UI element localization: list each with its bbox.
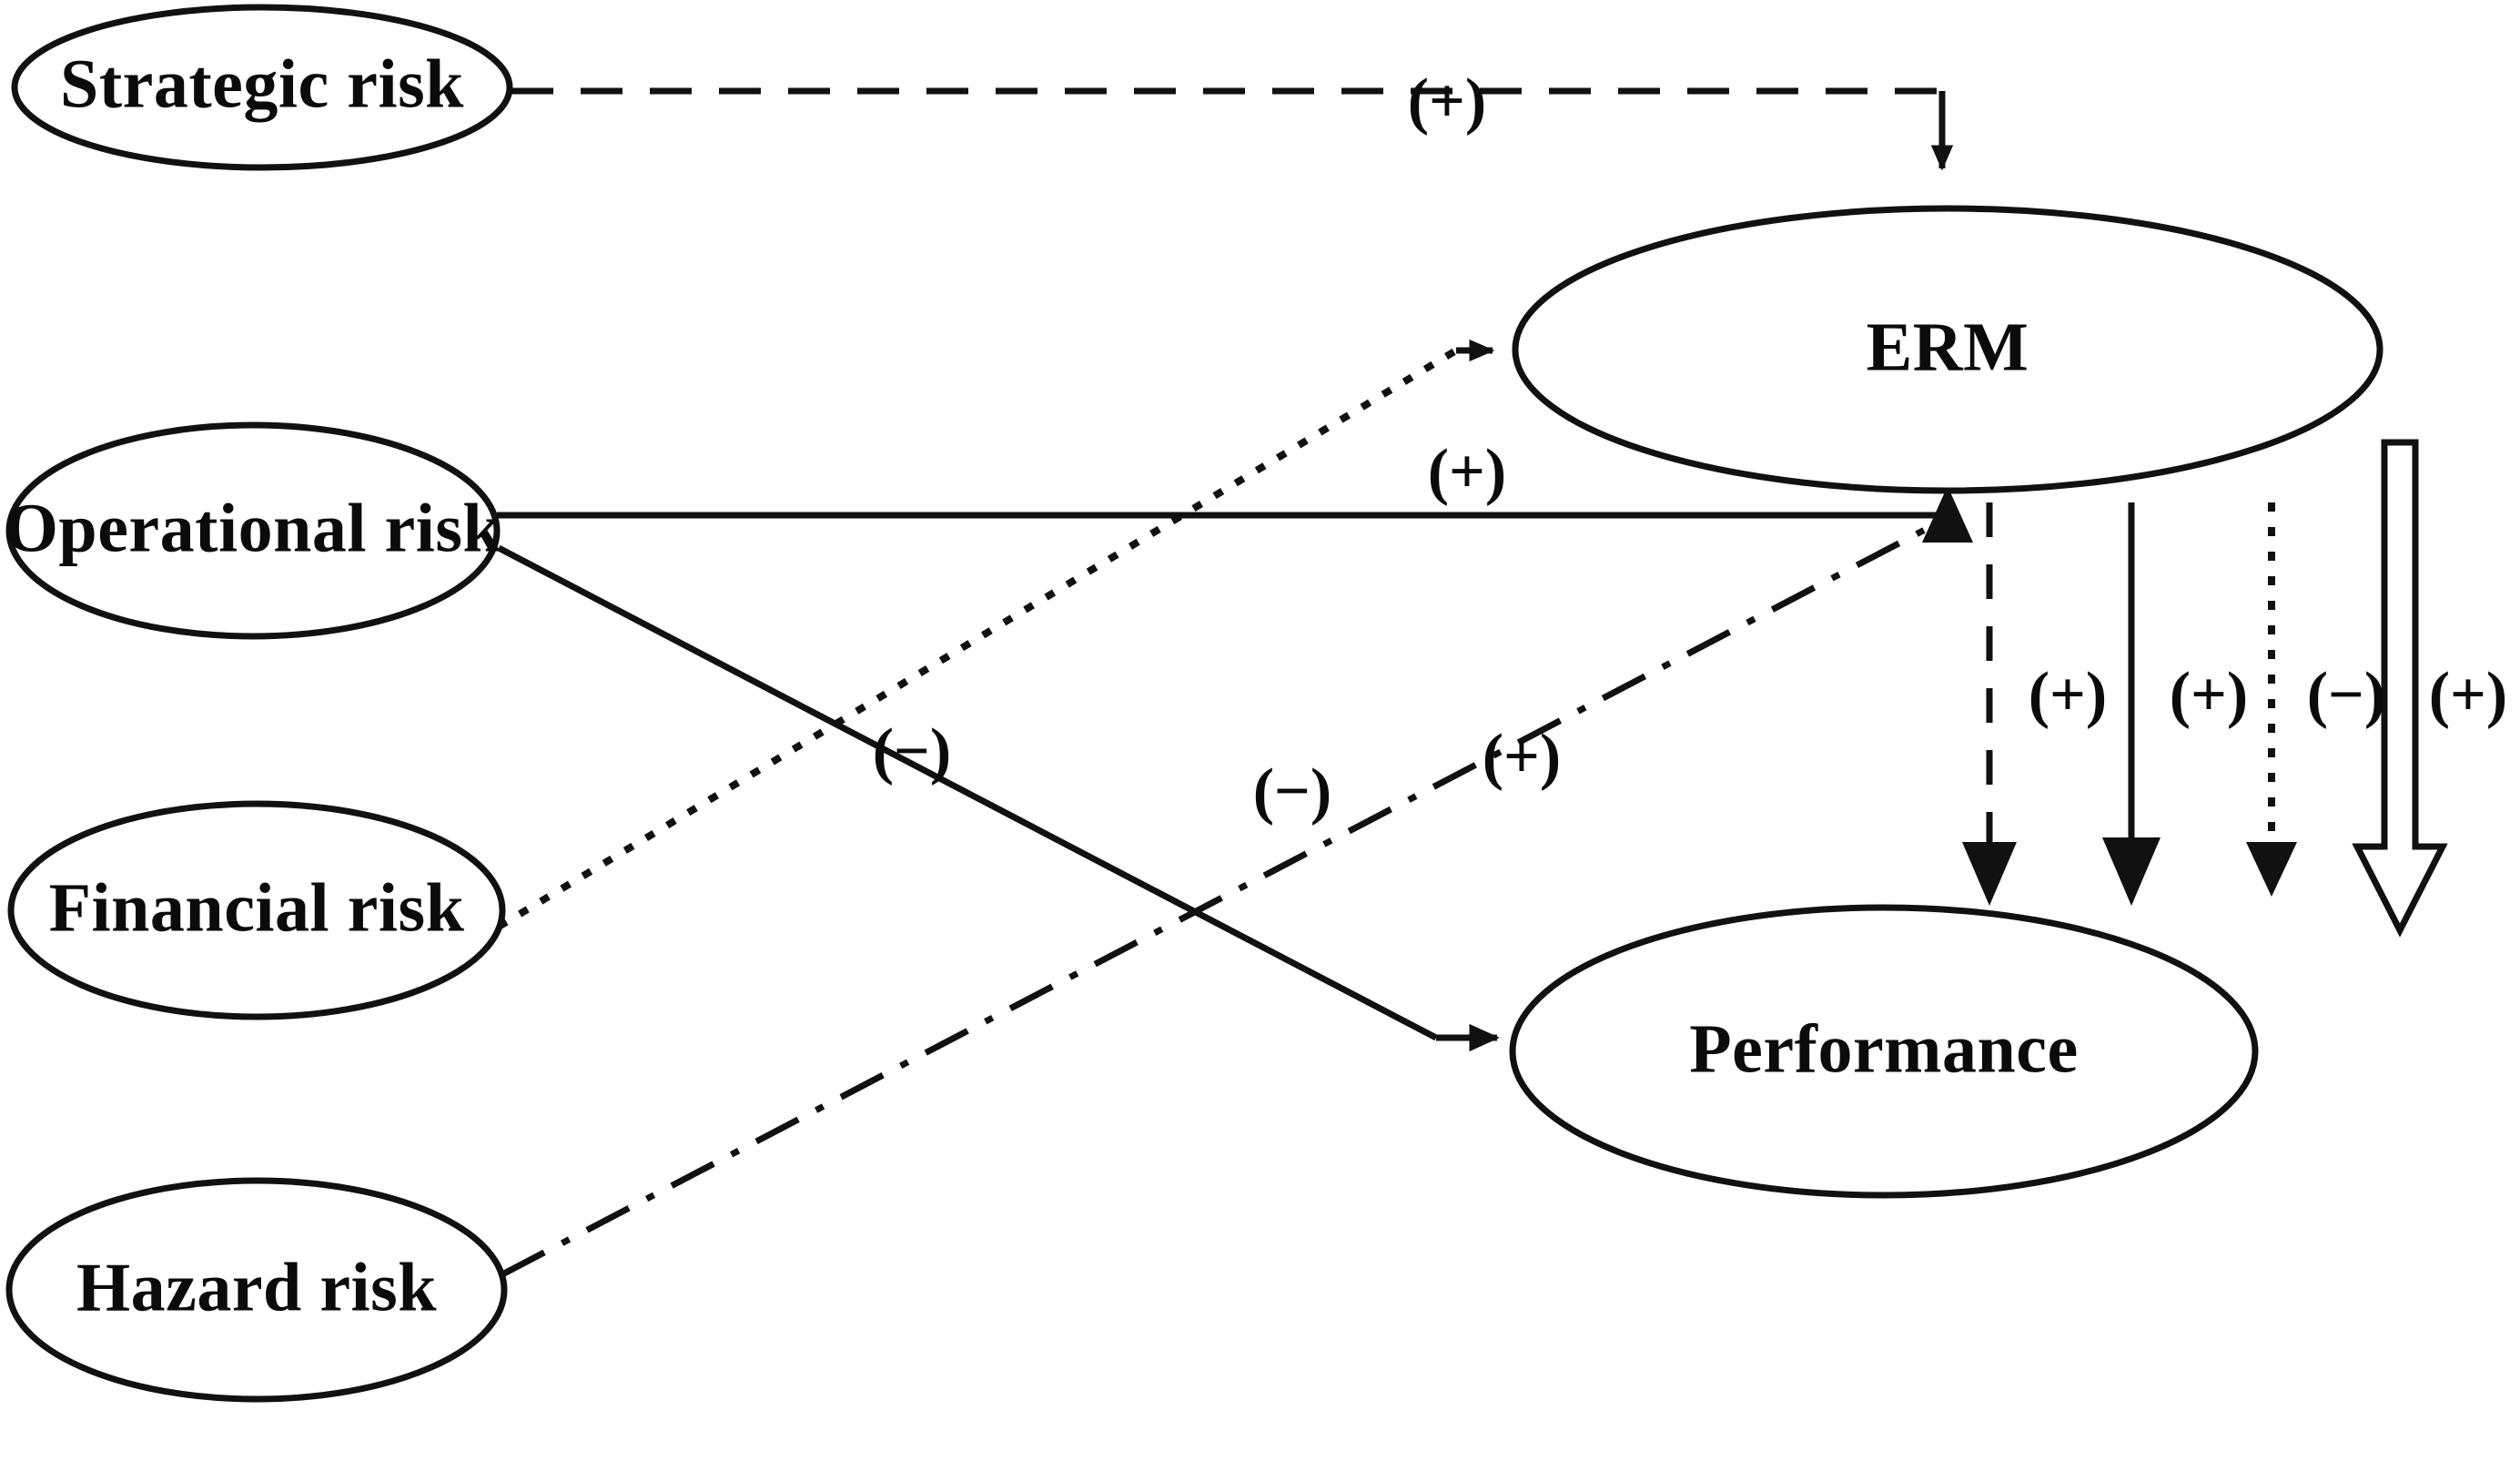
edge-erm-perf-dotted-head [2246, 842, 2297, 897]
node-erm-label: ERM [1867, 309, 2029, 385]
erm-bottom-arrowhead [1922, 486, 1973, 543]
node-strategic-risk[interactable]: Strategic risk [11, 4, 513, 171]
node-operational-risk-shape[interactable] [5, 421, 501, 640]
edge-erm-perf-dashed-head [1962, 842, 2017, 906]
sign-erm-to-performance-solid: (+) [2170, 660, 2249, 730]
edge-erm-to-performance-hollow [2352, 439, 2448, 938]
node-hazard-risk[interactable]: Hazard risk [5, 1177, 508, 1403]
edge-hazard-to-erm [501, 517, 1944, 1278]
node-erm[interactable]: ERM [1512, 205, 2383, 494]
node-strategic-risk-label: Strategic risk [60, 46, 464, 122]
edge-operational-to-performance-line [497, 544, 1438, 1041]
node-hazard-risk-label: Hazard risk [76, 1249, 437, 1325]
edge-erm-to-performance-solid [2102, 502, 2161, 906]
sign-erm-to-performance-dashed: (+) [2029, 660, 2108, 730]
node-financial-risk-shape[interactable] [7, 800, 506, 1020]
edge-erm-to-performance-dashed [1962, 502, 2017, 906]
edge-operational-to-performance [497, 544, 1500, 1052]
node-strategic-risk-shape[interactable] [11, 4, 513, 171]
sign-erm-to-performance-dotted: (−) [2307, 660, 2386, 730]
node-performance-shape[interactable] [1509, 904, 2259, 1199]
sign-erm-to-performance-hollow: (+) [2429, 660, 2508, 730]
sign-strategic-to-erm: (+) [1408, 66, 1487, 137]
node-financial-risk[interactable]: Financial risk [7, 800, 506, 1020]
node-operational-risk[interactable]: Operational risk [5, 421, 502, 640]
edge-operational-to-erm [497, 507, 1962, 538]
edge-financial-to-erm [496, 339, 1495, 930]
node-performance[interactable]: Performance [1509, 904, 2259, 1199]
sign-operational-to-erm: (+) [1428, 437, 1507, 507]
edge-erm-to-performance-dotted [2246, 502, 2297, 897]
node-financial-risk-label: Financial risk [49, 869, 465, 946]
sign-operational-to-performance: (−) [1253, 756, 1332, 827]
edge-hazard-to-erm-line [501, 517, 1944, 1278]
edge-strategic-to-erm [511, 87, 1954, 171]
sign-hazard-to-erm: (+) [1483, 722, 1562, 792]
node-performance-label: Performance [1689, 1010, 2078, 1087]
edge-erm-perf-solid-head [2102, 837, 2161, 906]
sign-financial-to-erm: (−) [873, 716, 952, 786]
edge-erm-perf-hollow-arrow [2352, 439, 2448, 938]
node-erm-shape[interactable] [1512, 205, 2383, 494]
node-operational-risk-label: Operational risk [5, 490, 502, 566]
node-hazard-risk-shape[interactable] [5, 1177, 508, 1403]
edge-financial-to-erm-line [496, 347, 1459, 930]
